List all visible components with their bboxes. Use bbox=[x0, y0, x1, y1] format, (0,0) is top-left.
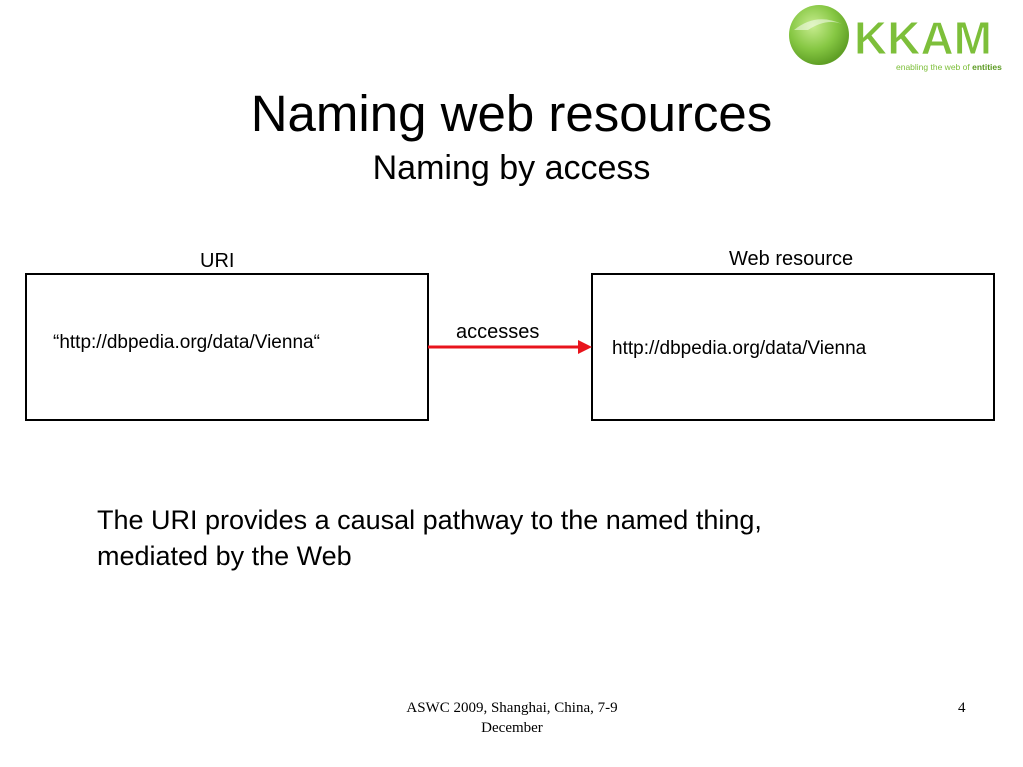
web-resource-label: Web resource bbox=[729, 248, 854, 270]
slide-subtitle: Naming by access bbox=[372, 149, 651, 187]
logo-tagline: enabling the web of entities bbox=[896, 62, 1002, 72]
body-text: The URI provides a causal pathway to the… bbox=[97, 502, 977, 574]
uri-label: URI bbox=[200, 250, 235, 272]
web-resource-box bbox=[591, 273, 995, 421]
logo-tagline-prefix: enabling the web of bbox=[896, 62, 972, 72]
logo-wordmark: KKAM bbox=[854, 12, 992, 64]
okkam-logo: KKAM enabling the web of entities bbox=[789, 5, 1002, 72]
logo-tagline-emphasis: entities bbox=[972, 62, 1002, 72]
footer-line-2: December bbox=[481, 720, 543, 736]
slide-footer: ASWC 2009, Shanghai, China, 7-9 December bbox=[362, 698, 662, 738]
accesses-arrow bbox=[428, 340, 592, 354]
body-text-line-1: The URI provides a causal pathway to the… bbox=[97, 505, 762, 535]
slide-title: Naming web resources bbox=[250, 85, 773, 142]
web-resource-box-text: http://dbpedia.org/data/Vienna bbox=[612, 338, 867, 359]
uri-box bbox=[25, 273, 429, 421]
accesses-label: accesses bbox=[456, 321, 540, 343]
body-text-line-2: mediated by the Web bbox=[97, 541, 352, 571]
footer-line-1: ASWC 2009, Shanghai, China, 7-9 bbox=[406, 700, 618, 716]
logo-ball-icon bbox=[789, 5, 849, 65]
uri-box-text: “http://dbpedia.org/data/Vienna“ bbox=[53, 332, 320, 353]
page-number: 4 bbox=[958, 700, 966, 716]
